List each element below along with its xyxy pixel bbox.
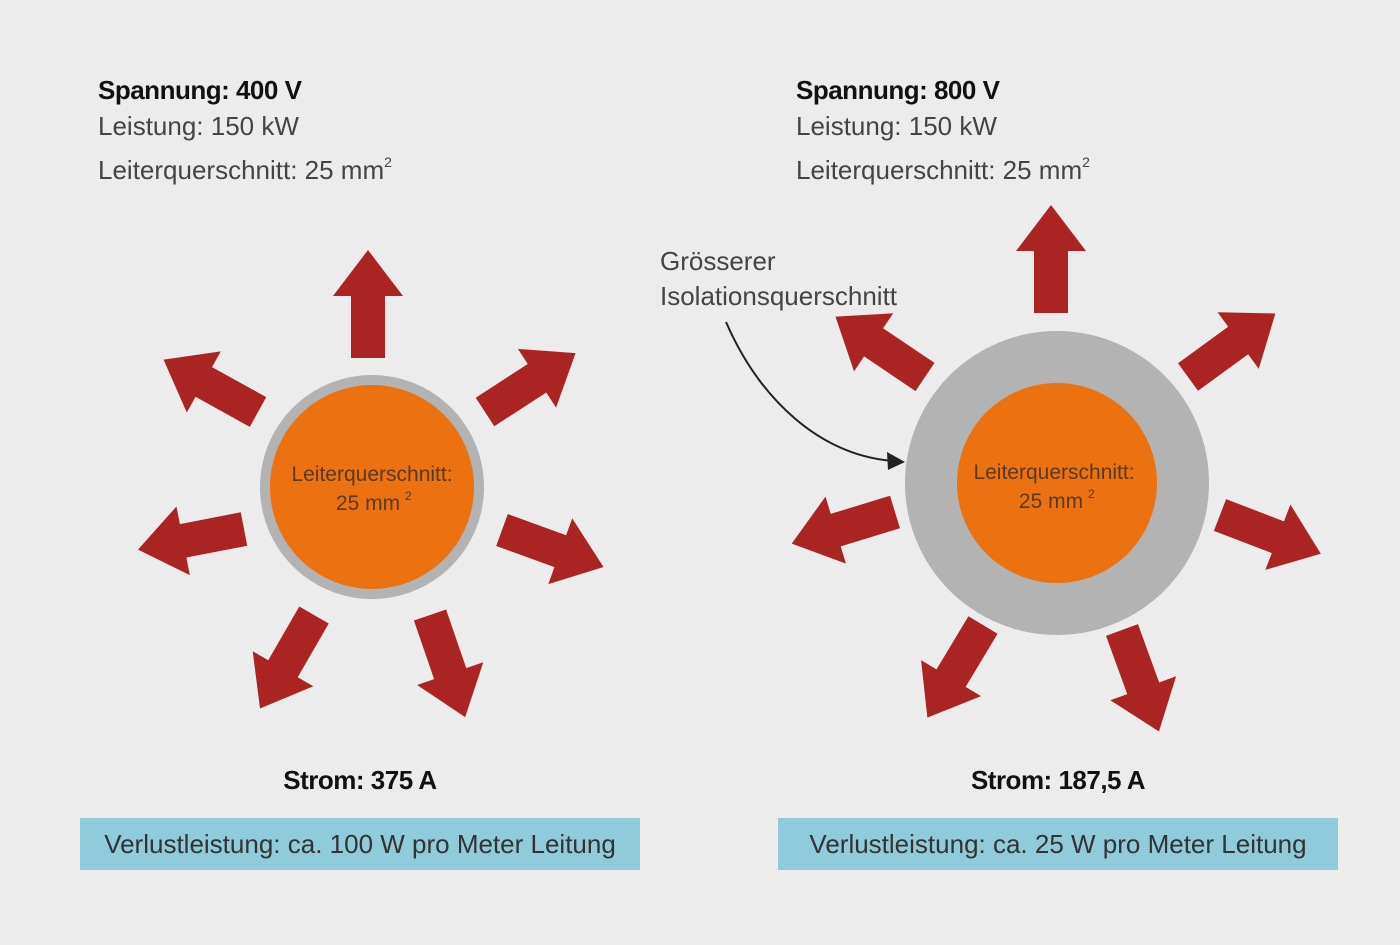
right-core-label-exp: 2 bbox=[1088, 487, 1095, 501]
right-loss-text: Verlustleistung: ca. 25 W pro Meter Leit… bbox=[809, 828, 1307, 859]
left-core-label-exp: 2 bbox=[405, 489, 412, 503]
left-current: Strom: 375 A bbox=[283, 765, 437, 795]
heat-arrow-icon bbox=[1207, 482, 1334, 587]
left-voltage: Spannung: 400 V bbox=[98, 75, 302, 105]
right-conductor bbox=[957, 383, 1157, 583]
left-cross-section-text: Leiterquerschnitt: 25 mm bbox=[98, 155, 385, 185]
left-loss-box: Verlustleistung: ca. 100 W pro Meter Lei… bbox=[80, 818, 640, 870]
heat-arrow-icon bbox=[333, 250, 403, 358]
heat-arrow-icon bbox=[465, 323, 595, 442]
pointer-arrowhead-icon bbox=[887, 452, 905, 470]
left-core-label-1: Leiterquerschnitt: bbox=[291, 463, 452, 486]
right-voltage: Spannung: 800 V bbox=[796, 75, 1000, 105]
heat-arrow-icon bbox=[897, 606, 1014, 736]
right-core-label-2: 25 mm bbox=[1019, 490, 1083, 513]
heat-arrow-icon bbox=[229, 597, 345, 727]
left-cross-section: Leiterquerschnitt: 25 mm2 bbox=[98, 144, 392, 188]
right-current: Strom: 187,5 A bbox=[970, 765, 1146, 795]
annotation-pointer bbox=[725, 321, 905, 470]
heat-arrow-icon bbox=[1167, 285, 1296, 406]
left-power: Leistung: 150 kW bbox=[98, 111, 299, 141]
right-loss-box: Verlustleistung: ca. 25 W pro Meter Leit… bbox=[778, 818, 1338, 870]
right-core-label-1: Leiterquerschnitt: bbox=[973, 461, 1134, 484]
left-cross-section-exp: 2 bbox=[384, 154, 392, 170]
left-spec-block: Spannung: 400 V Leistung: 150 kW Leiterq… bbox=[98, 72, 392, 188]
annotation-line-2: Isolationsquerschnitt bbox=[660, 281, 898, 311]
right-cable: Leiterquerschnitt: 25 mm 2 bbox=[781, 205, 1334, 744]
right-power: Leistung: 150 kW bbox=[796, 111, 997, 141]
annotation-curve bbox=[725, 321, 894, 462]
right-cross-section: Leiterquerschnitt: 25 mm2 bbox=[796, 144, 1090, 188]
insulation-annotation: Grösserer Isolationsquerschnitt bbox=[660, 244, 897, 314]
heat-arrow-icon bbox=[781, 478, 906, 578]
heat-arrow-icon bbox=[146, 329, 275, 443]
right-cross-section-exp: 2 bbox=[1082, 154, 1090, 170]
right-spec-block: Spannung: 800 V Leistung: 150 kW Leiterq… bbox=[796, 72, 1090, 188]
left-loss-text: Verlustleistung: ca. 100 W pro Meter Lei… bbox=[104, 828, 616, 859]
heat-arrow-icon bbox=[131, 494, 251, 584]
heat-arrow-icon bbox=[1089, 618, 1192, 744]
heat-arrow-icon bbox=[396, 603, 499, 729]
right-cross-section-text: Leiterquerschnitt: 25 mm bbox=[796, 155, 1083, 185]
left-conductor bbox=[270, 385, 474, 589]
annotation-line-1: Grösserer bbox=[660, 246, 776, 276]
left-core-label-2: 25 mm bbox=[336, 492, 400, 515]
heat-arrow-icon bbox=[1016, 205, 1086, 313]
heat-arrow-icon bbox=[490, 497, 616, 600]
left-cable: Leiterquerschnitt: 25 mm 2 bbox=[131, 250, 616, 729]
